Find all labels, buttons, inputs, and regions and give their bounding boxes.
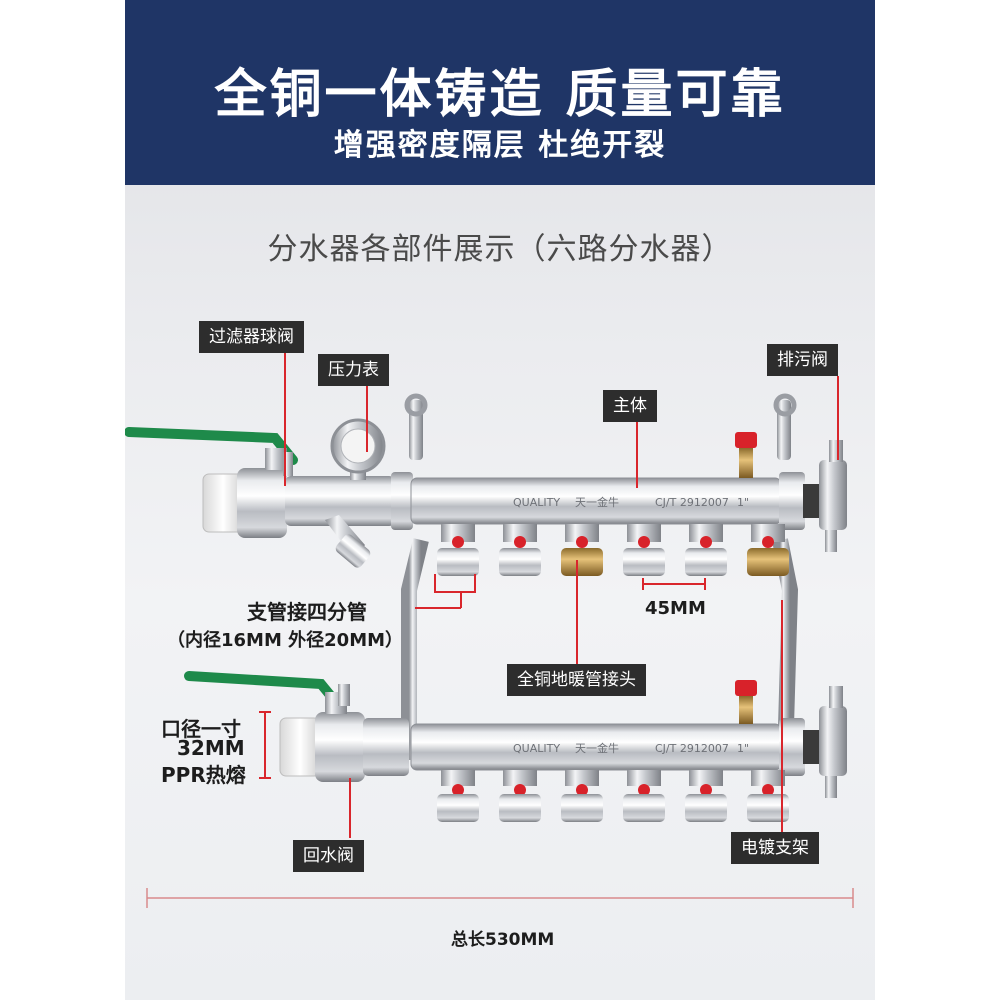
return-valve-label: 回水阀: [293, 840, 364, 872]
inlet-size-line-1: 口径一寸: [161, 717, 241, 741]
supply-manifold: QUALITY 天一金牛 CJ/T 2912007 1": [125, 418, 847, 576]
engraving-size: 1": [737, 496, 749, 509]
main-body-label: 主体: [603, 390, 657, 422]
left-margin: [0, 0, 125, 1000]
engraving-brand-lower: 天一金牛: [575, 741, 619, 755]
spacing-label: 45MM: [645, 598, 706, 619]
headline-banner: 全铜一体铸造 质量可靠 增强密度隔层 杜绝开裂: [125, 0, 875, 185]
engraving-quality: QUALITY: [513, 496, 560, 509]
engraving-size-lower: 1": [737, 742, 749, 755]
section-heading: 分水器各部件展示（六路分水器）: [267, 232, 733, 267]
manifold-diagram: QUALITY 天一金牛 CJ/T 2912007 1": [125, 352, 854, 908]
engraving-standard-lower: CJ/T 2912007: [655, 742, 729, 755]
total-length-line: [146, 888, 854, 908]
branch-pipe-spec-label: （内径16MM 外径20MM）: [167, 630, 404, 651]
branch-pipe-label: 支管接四分管: [247, 600, 367, 624]
return-manifold: QUALITY 天一金牛 CJ/T 2912007 1": [184, 671, 847, 822]
bracket-left: [401, 393, 429, 760]
engraving-brand: 天一金牛: [575, 495, 619, 509]
banner-title: 全铜一体铸造 质量可靠: [214, 65, 786, 125]
engraving-standard: CJ/T 2912007: [655, 496, 729, 509]
pressure-gauge-label: 压力表: [318, 354, 389, 386]
product-panel: 全铜一体铸造 质量可靠 增强密度隔层 杜绝开裂 分水器各部件展示（六路分水器）: [125, 0, 875, 1000]
supply-outlets: [437, 524, 789, 576]
inlet-size-line-2: 32MM: [177, 736, 245, 760]
copper-fitting-label: 全铜地暖管接头: [507, 664, 646, 696]
return-outlets: [437, 770, 789, 822]
drain-valve-label: 排污阀: [767, 344, 838, 376]
bracket-label: 电镀支架: [731, 832, 819, 864]
filter-ball-valve-label: 过滤器球阀: [199, 321, 304, 353]
banner-subtitle: 增强密度隔层 杜绝开裂: [333, 128, 667, 163]
right-margin: [875, 0, 1000, 1000]
bracket-right: [772, 393, 799, 761]
total-length-label: 总长530MM: [451, 930, 555, 950]
engraving-quality-lower: QUALITY: [513, 742, 560, 755]
guide-lines: [259, 352, 839, 838]
inlet-size-line-3: PPR热熔: [161, 763, 246, 787]
